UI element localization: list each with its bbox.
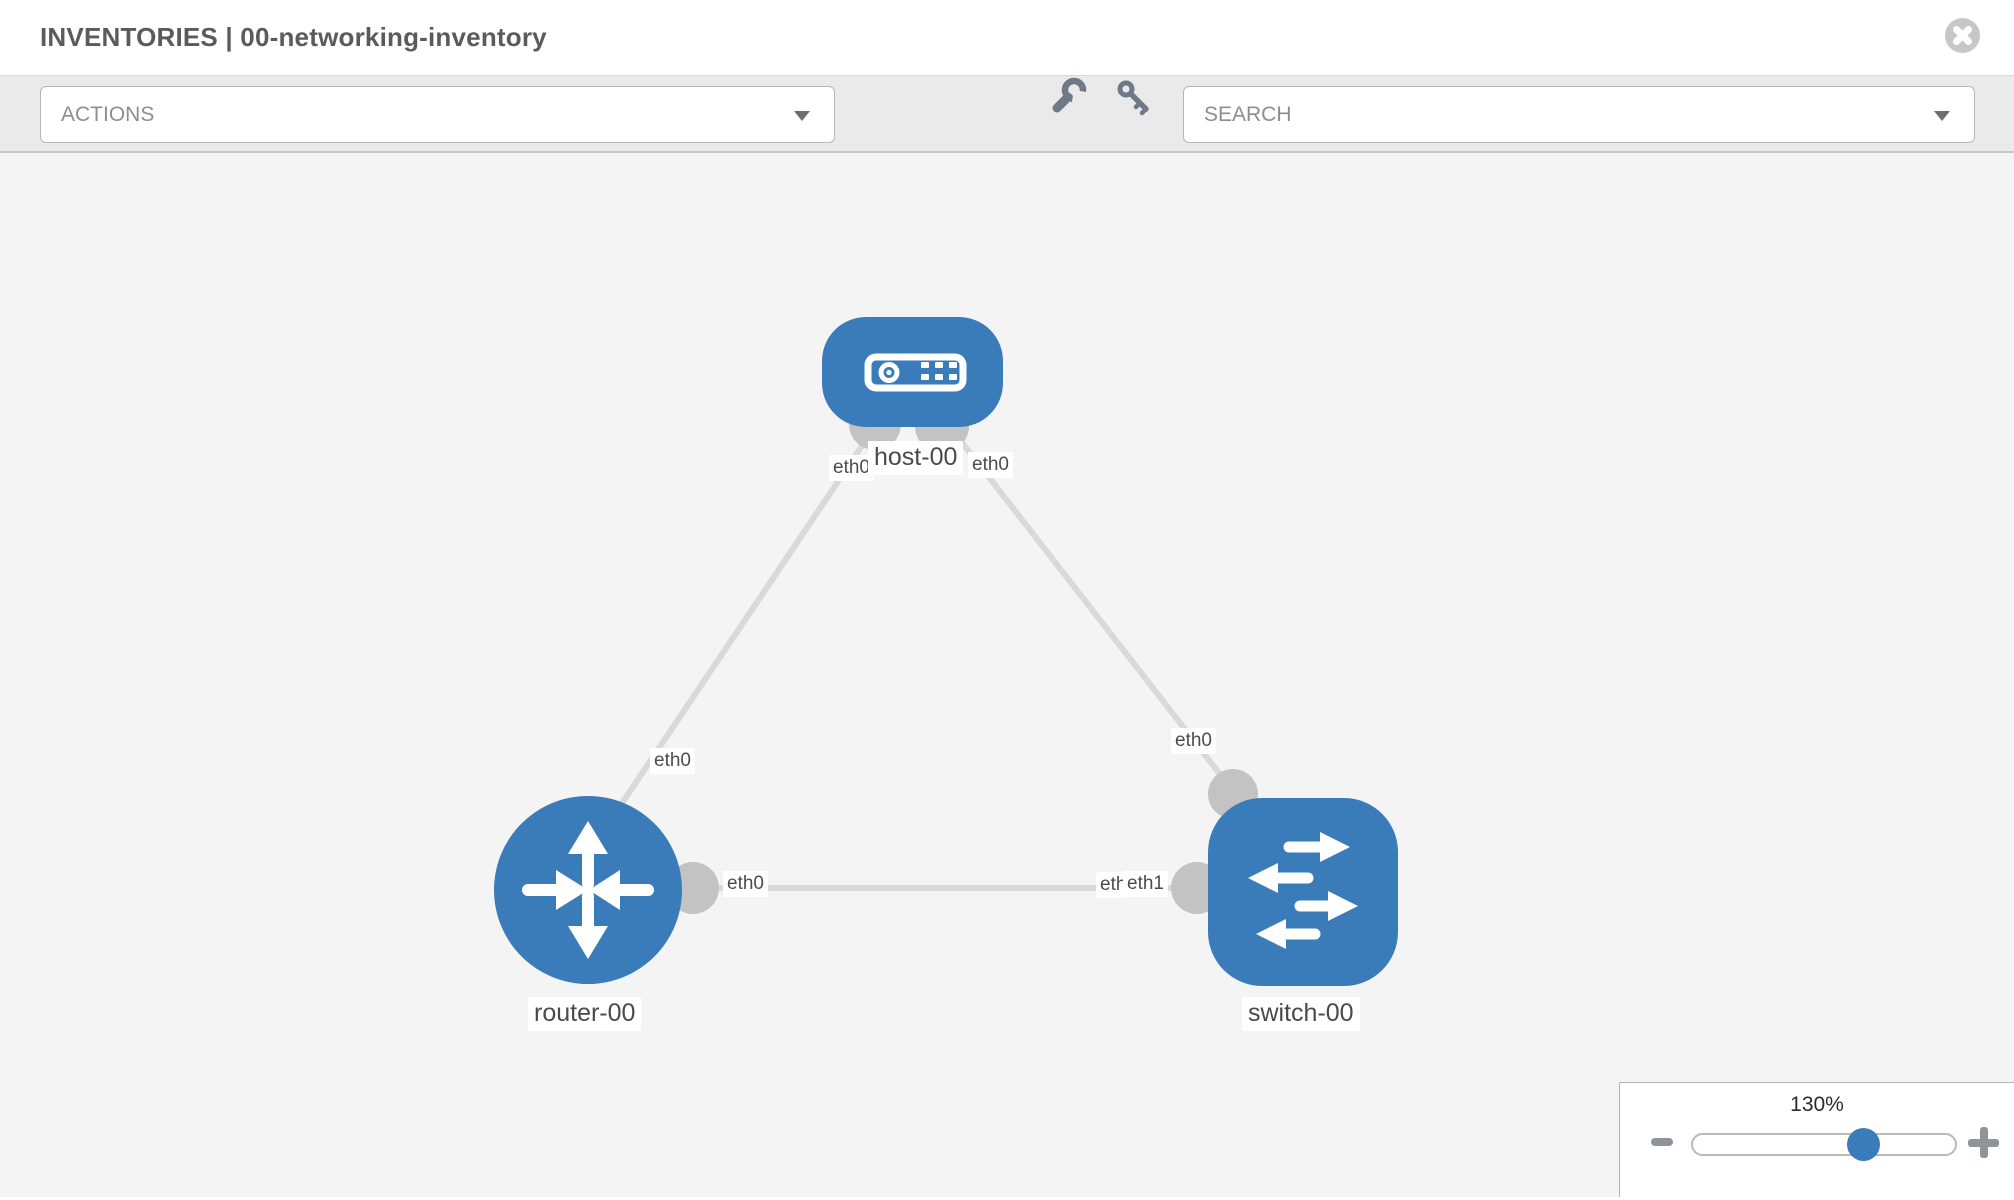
node-label-switch: switch-00 (1242, 997, 1360, 1031)
iface-label-switch-to-host: eth0 (1171, 728, 1216, 754)
actions-dropdown-label: ACTIONS (61, 102, 155, 126)
search-dropdown[interactable]: SEARCH (1183, 86, 1975, 143)
node-label-router: router-00 (528, 997, 642, 1031)
chevron-down-icon (1934, 111, 1950, 121)
zoom-control-panel: 130% (1619, 1082, 2014, 1197)
actions-dropdown[interactable]: ACTIONS (40, 86, 835, 143)
key-icon (1117, 80, 1149, 116)
zoom-in-button[interactable] (1968, 1127, 1999, 1158)
wrench-icon (1052, 77, 1087, 113)
host-icon (864, 353, 967, 392)
node-switch[interactable] (1208, 798, 1398, 986)
toolbar: ACTIONS SEARCH (0, 76, 2014, 153)
node-label-host: host-00 (868, 441, 964, 475)
zoom-slider-knob[interactable] (1847, 1128, 1880, 1161)
topology-canvas[interactable]: eth0 eth0 eth0 eth0 eth0 eth0 eth1 host-… (0, 153, 2014, 1197)
iface-label-switch-to-router: eth1 (1123, 871, 1168, 897)
iface-label-switch-to-router-occluded: eth0 (1096, 872, 1124, 898)
node-host[interactable] (822, 317, 1003, 427)
close-icon (1953, 26, 1972, 45)
iface-label-router-to-host: eth0 (650, 748, 695, 774)
iface-label-router-to-switch: eth0 (723, 871, 768, 897)
iface-label-host-to-switch: eth0 (968, 452, 1013, 478)
configure-button[interactable] (1046, 75, 1090, 119)
close-button[interactable] (1945, 18, 1980, 53)
router-icon (522, 821, 654, 959)
credentials-button[interactable] (1113, 75, 1157, 119)
zoom-out-button[interactable] (1651, 1138, 1673, 1146)
topology-graph (494, 317, 1398, 986)
zoom-slider-track[interactable] (1691, 1133, 1957, 1156)
search-dropdown-label: SEARCH (1204, 102, 1292, 126)
iface-label-host-to-router: eth0 (829, 455, 874, 481)
window-header: INVENTORIES | 00-networking-inventory (0, 0, 2014, 76)
node-router[interactable] (494, 796, 682, 984)
zoom-level-value: 130% (1790, 1093, 1844, 1116)
switch-icon (1248, 832, 1358, 949)
chevron-down-icon (794, 111, 810, 121)
page-title: INVENTORIES | 00-networking-inventory (40, 22, 547, 52)
